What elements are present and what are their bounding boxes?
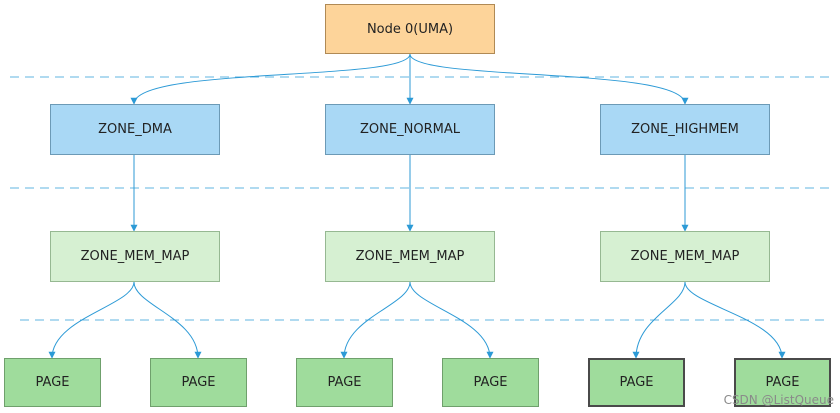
connector-map-dma-page-2 [133, 281, 202, 359]
connector-map-normal-page-1 [340, 281, 411, 359]
zone-dma-page-1: PAGE [4, 358, 101, 407]
zone-highmem-mem-map-box: ZONE_MEM_MAP [600, 231, 770, 282]
connector-map-highmem-page-1 [632, 281, 686, 359]
connector-root-zone-highmem [409, 53, 689, 105]
connector-root-zone-dma [130, 53, 411, 105]
zone-normal-mem-map-box: ZONE_MEM_MAP [325, 231, 495, 282]
connector-map-highmem-page-2 [684, 281, 786, 359]
node-uma-box: Node 0(UMA) [325, 4, 495, 54]
zone-highmem-box: ZONE_HIGHMEM [600, 104, 770, 155]
connector-map-dma-page-1 [48, 281, 135, 359]
connector-map-normal-page-2 [409, 281, 494, 359]
zone-dma-page-2: PAGE [150, 358, 247, 407]
csdn-watermark: CSDN @ListQueue [723, 393, 834, 407]
zone-normal-page-2: PAGE [442, 358, 539, 407]
zone-highmem-page-2: PAGE [734, 358, 831, 407]
zone-highmem-page-1: PAGE [588, 358, 685, 407]
zone-normal-box: ZONE_NORMAL [325, 104, 495, 155]
zone-dma-mem-map-box: ZONE_MEM_MAP [50, 231, 220, 282]
zone-normal-page-1: PAGE [296, 358, 393, 407]
zone-dma-box: ZONE_DMA [50, 104, 220, 155]
